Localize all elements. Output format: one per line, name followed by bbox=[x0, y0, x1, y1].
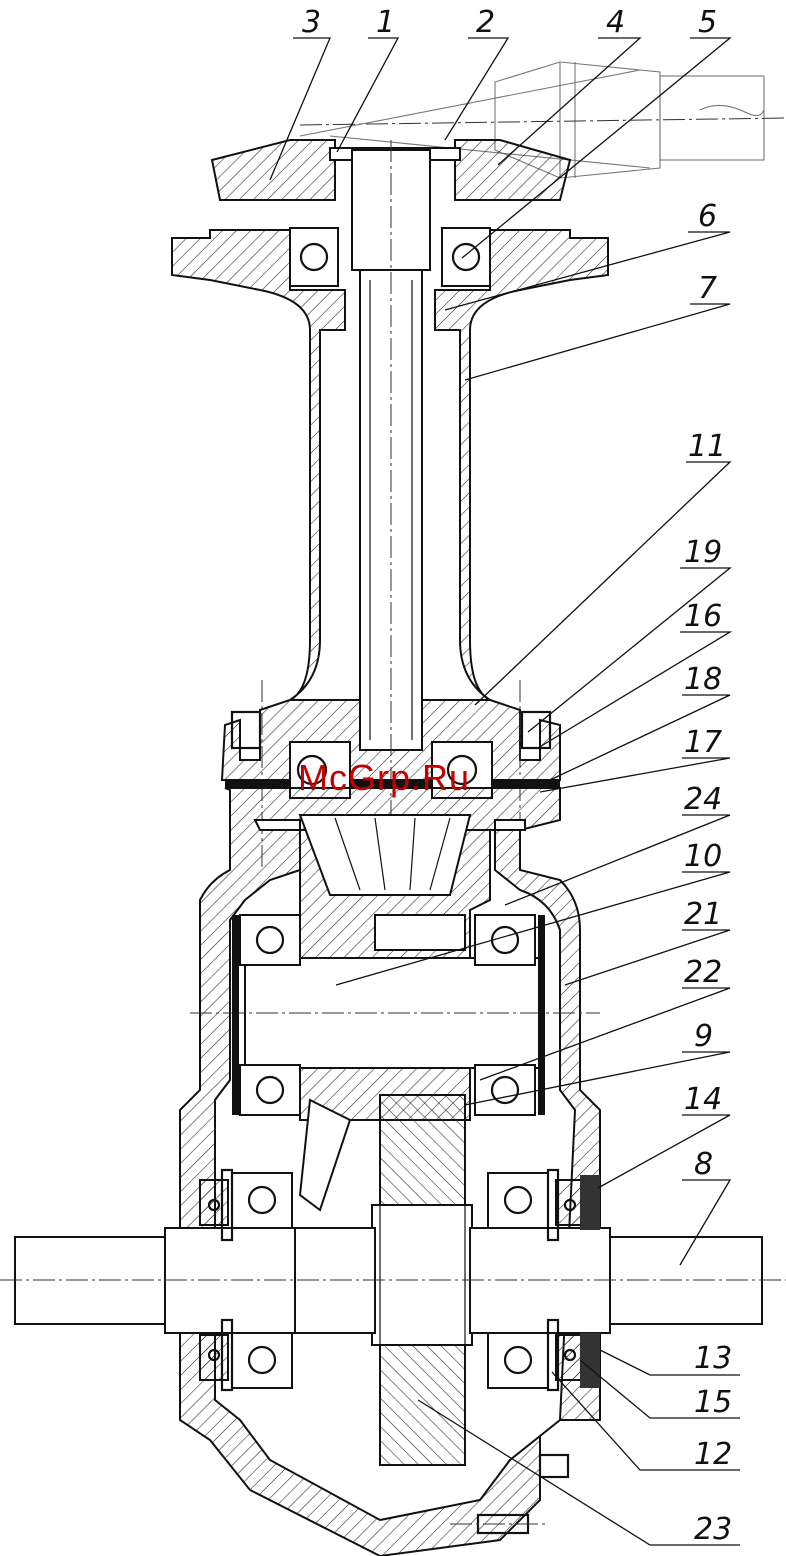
drain-plug bbox=[450, 1453, 570, 1535]
callout-14: 14 bbox=[684, 1082, 722, 1117]
callout-9: 9 bbox=[694, 1019, 713, 1054]
callout-7: 7 bbox=[698, 271, 717, 306]
callout-2: 2 bbox=[476, 5, 495, 40]
intermediate-assembly bbox=[190, 814, 600, 1212]
callout-3: 3 bbox=[302, 5, 321, 40]
output-shaft bbox=[0, 1168, 786, 1392]
callout-12: 12 bbox=[694, 1437, 732, 1472]
callout-11: 11 bbox=[688, 429, 726, 464]
callout-labels: 3 1 2 4 5 6 7 11 19 16 18 17 24 10 21 22… bbox=[302, 5, 732, 1547]
callout-18: 18 bbox=[684, 662, 722, 697]
callout-17: 17 bbox=[684, 725, 722, 760]
callout-6: 6 bbox=[698, 199, 717, 234]
callout-15: 15 bbox=[694, 1385, 732, 1420]
callout-13: 13 bbox=[694, 1341, 732, 1376]
upper-housing bbox=[171, 140, 609, 1000]
callout-4: 4 bbox=[606, 5, 625, 40]
callout-16: 16 bbox=[684, 599, 722, 634]
callout-22: 22 bbox=[684, 955, 722, 990]
watermark: McGrp.Ru bbox=[298, 757, 470, 798]
callout-8: 8 bbox=[694, 1147, 713, 1182]
callout-5: 5 bbox=[698, 5, 717, 40]
callout-23: 23 bbox=[694, 1512, 732, 1547]
callout-24: 24 bbox=[684, 782, 722, 817]
leader-lines bbox=[269, 37, 740, 1546]
callout-1: 1 bbox=[376, 5, 395, 40]
callout-21: 21 bbox=[684, 897, 722, 932]
callout-19: 19 bbox=[684, 535, 722, 570]
callout-10: 10 bbox=[684, 839, 722, 874]
